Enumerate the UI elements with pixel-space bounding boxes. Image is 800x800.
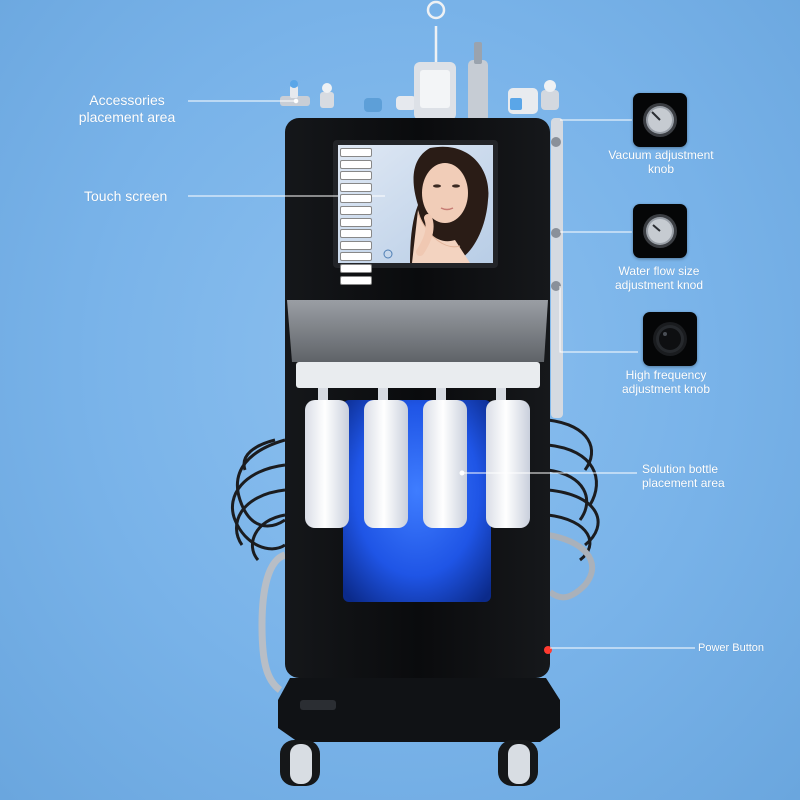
callout-lines xyxy=(188,98,695,649)
side-pole xyxy=(551,118,563,418)
accessory-holders xyxy=(280,0,559,122)
label-touch-screen: Touch screen xyxy=(84,188,167,205)
label-touch-screen-text: Touch screen xyxy=(84,188,168,204)
label-high-frequency-line-1: High frequency xyxy=(625,368,707,382)
screen-menu-item[interactable] xyxy=(340,182,372,192)
screen-menu-item[interactable] xyxy=(340,205,372,215)
face-image xyxy=(410,146,489,263)
screen-menu-item[interactable] xyxy=(340,229,372,239)
knob-icon xyxy=(653,322,687,356)
knob-icon xyxy=(643,103,677,137)
solution-bottles xyxy=(305,388,530,528)
water-flow-knob[interactable] xyxy=(633,204,687,258)
label-accessories-line-1: Accessories xyxy=(89,92,165,108)
label-water-flow-line-1: Water flow size xyxy=(618,264,700,278)
label-power-button-text: Power Button xyxy=(698,642,765,654)
label-vacuum-line-1: Vacuum adjustment xyxy=(608,148,714,162)
label-power-button: Power Button xyxy=(698,642,798,655)
label-solution-bottle-line-1: Solution bottle xyxy=(642,462,719,476)
left-hoses xyxy=(231,438,286,561)
screen-menu-item[interactable] xyxy=(340,275,372,285)
label-solution-bottle: Solution bottle placement area xyxy=(642,462,782,491)
left-gray-hose xyxy=(258,551,287,693)
label-vacuum-line-2: knob xyxy=(647,162,675,177)
wheels xyxy=(280,740,538,786)
label-vacuum: Vacuum adjustment knob xyxy=(596,148,726,177)
screen-menu xyxy=(340,148,372,285)
vacuum-knob[interactable] xyxy=(633,93,687,147)
knob-icon xyxy=(643,214,677,248)
label-solution-bottle-line-2: placement area xyxy=(642,476,725,491)
label-water-flow-line-2: adjustment knod xyxy=(614,278,704,293)
screen-menu-item[interactable] xyxy=(340,171,372,181)
gray-tray xyxy=(287,300,548,362)
label-high-frequency-line-2: adjustment knob xyxy=(621,382,711,397)
power-button-icon xyxy=(544,646,552,654)
high-frequency-knob[interactable] xyxy=(643,312,697,366)
screen-menu-item[interactable] xyxy=(340,240,372,250)
machine-base xyxy=(278,678,560,742)
label-water-flow: Water flow size adjustment knod xyxy=(594,264,724,293)
screen-menu-item[interactable] xyxy=(340,252,372,262)
label-accessories: Accessories placement area xyxy=(62,92,192,126)
screen-menu-item[interactable] xyxy=(340,217,372,227)
screen-menu-item[interactable] xyxy=(340,159,372,169)
screen-menu-item[interactable] xyxy=(340,263,372,273)
label-accessories-line-2: placement area xyxy=(78,108,176,125)
screen-menu-item[interactable] xyxy=(340,148,372,157)
label-high-frequency: High frequency adjustment knob xyxy=(601,368,731,397)
right-gray-hose xyxy=(547,532,595,601)
screen-menu-item[interactable] xyxy=(340,194,372,204)
